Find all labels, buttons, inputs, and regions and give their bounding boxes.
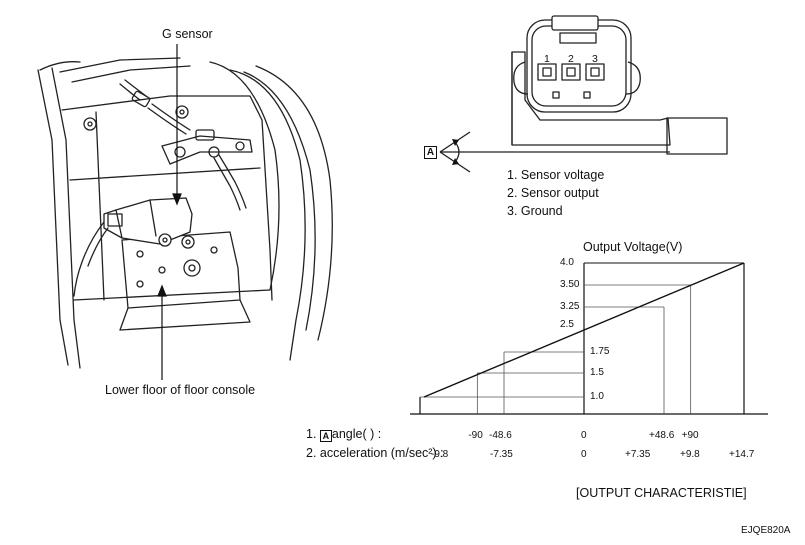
row2-label: 2. acceleration (m/sec²) : (306, 446, 444, 460)
angle-tick-label: +48.6 (649, 430, 675, 441)
acceleration-tick-label: 0 (581, 449, 587, 460)
y-tick-label: 4.0 (560, 257, 574, 268)
chart-title: Output Voltage(V) (583, 240, 683, 254)
y-tick-label: 1.75 (590, 346, 610, 357)
row1-suffix: angle( ) : (331, 427, 382, 441)
acceleration-tick-label: +7.35 (625, 449, 651, 460)
legend-ground: 3. Ground (507, 204, 563, 218)
angle-tick-label: 0 (581, 430, 587, 441)
acceleration-tick-label: -9.8 (431, 449, 449, 460)
y-tick-label: 1.5 (590, 367, 604, 378)
pin-label-2: 2 (568, 53, 574, 65)
acceleration-tick-label: +9.8 (680, 449, 700, 460)
acceleration-tick-label: -7.35 (490, 449, 513, 460)
output-voltage-line (423, 262, 745, 398)
g-sensor-label: G sensor (162, 27, 213, 41)
row1-prefix: 1. (306, 427, 320, 441)
angle-tick-label: -90 (468, 430, 483, 441)
legend-sensor-voltage: 1. Sensor voltage (507, 168, 605, 182)
y-tick-label: 3.50 (560, 279, 580, 290)
chart-caption: [OUTPUT CHARACTERISTIE] (576, 486, 747, 500)
y-tick-label: 2.5 (560, 319, 574, 330)
acceleration-tick-label: +14.7 (729, 449, 755, 460)
y-tick-label: 3.25 (560, 301, 580, 312)
angle-tick-label: -48.6 (489, 430, 512, 441)
lower-floor-label: Lower floor of floor console (105, 383, 256, 397)
y-tick-label: 1.0 (590, 391, 604, 402)
pin-label-1: 1 (544, 53, 550, 65)
angle-marker-box: A (424, 146, 437, 159)
figure-code: EJQE820A (741, 525, 791, 536)
row1-marker-box: A (319, 430, 332, 442)
legend-sensor-output: 2. Sensor output (507, 186, 599, 200)
angle-tick-label: +90 (681, 430, 699, 441)
pin-label-3: 3 (592, 53, 598, 65)
